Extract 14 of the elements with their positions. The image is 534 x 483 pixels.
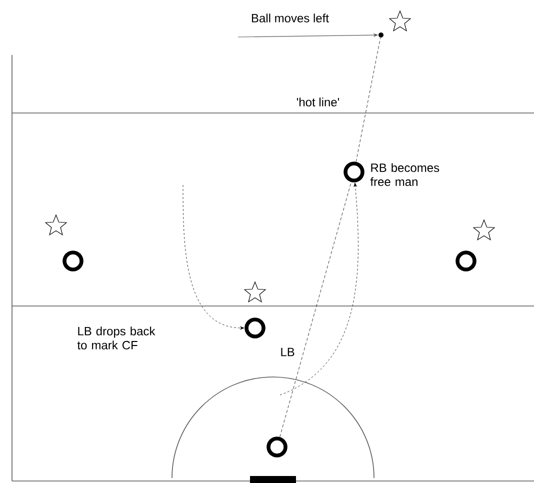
player-ring xyxy=(456,250,476,272)
player-ring xyxy=(244,318,266,338)
player-note: LB xyxy=(281,348,294,356)
movement-arrow xyxy=(280,182,358,396)
pass-line xyxy=(280,182,352,438)
movement-arrow xyxy=(182,184,244,330)
pass-line xyxy=(356,37,381,162)
edge-label: Ball moves left xyxy=(252,14,329,22)
player-note: LB drops back to mark CF xyxy=(77,326,156,350)
player-ring xyxy=(62,250,84,272)
player-note: RB becomes free man xyxy=(370,163,440,186)
player-ring xyxy=(344,162,364,182)
edge-label: 'hot line' xyxy=(295,96,341,108)
player-ring xyxy=(266,436,288,458)
